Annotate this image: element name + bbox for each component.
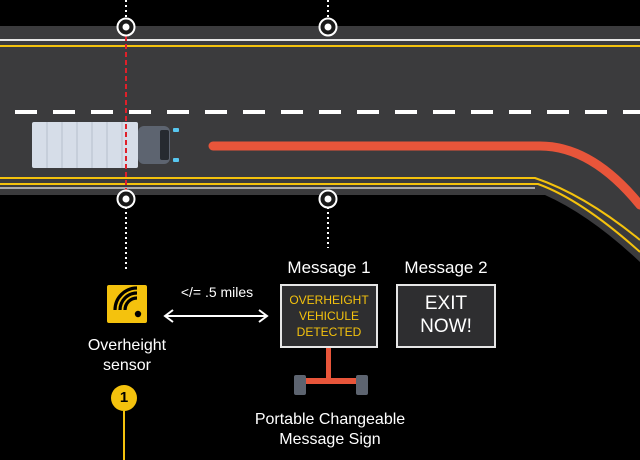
message-1-line-3: DETECTED	[296, 325, 362, 339]
distance-label: </= .5 miles	[180, 284, 254, 300]
truck-headlight-bottom	[173, 158, 179, 162]
step-number: 1	[119, 389, 129, 406]
message-1-line-1: OVERHEIGHT	[289, 293, 369, 307]
message-2-line-2: NOW!	[420, 316, 472, 337]
message-2-text: EXIT NOW!	[398, 292, 494, 338]
truck	[32, 122, 179, 168]
step-number-badge	[111, 385, 137, 411]
sensor-label: Overheight sensor	[62, 336, 192, 376]
message-sign-2	[396, 284, 496, 348]
truck-windshield	[160, 130, 169, 160]
sensor-label-line-1: Overheight	[87, 337, 167, 354]
sign-stand	[294, 348, 368, 395]
truck-headlight-top	[173, 128, 179, 132]
message-1-line-2: VEHICULE	[298, 309, 360, 323]
wifi-signal-icon	[107, 285, 147, 323]
sensor-label-line-2: sensor	[102, 357, 152, 374]
message-2-title: Message 2	[404, 258, 488, 277]
message-1-title: Message 1	[287, 258, 371, 277]
ramp-outer-yellow-line	[0, 183, 640, 253]
message-1-text: OVERHEIGHT VEHICULE DETECTED	[282, 292, 376, 340]
sensor-marker-bottom	[116, 189, 136, 209]
sign-label: Portable Changeable Message Sign	[220, 410, 440, 450]
message-sign-1	[280, 284, 378, 348]
sign-label-line-1: Portable Changeable	[254, 411, 406, 428]
sign-marker-bottom	[318, 189, 338, 209]
vehicle-path	[208, 141, 640, 210]
message-2-line-1: EXIT	[424, 293, 468, 314]
distance-arrow	[163, 309, 269, 323]
truck-cargo	[32, 122, 138, 168]
sign-label-line-2: Message Sign	[279, 431, 381, 448]
sign-marker-top	[318, 17, 338, 37]
sensor-marker-top	[116, 17, 136, 37]
road-bottom-yellow-line	[0, 177, 640, 241]
